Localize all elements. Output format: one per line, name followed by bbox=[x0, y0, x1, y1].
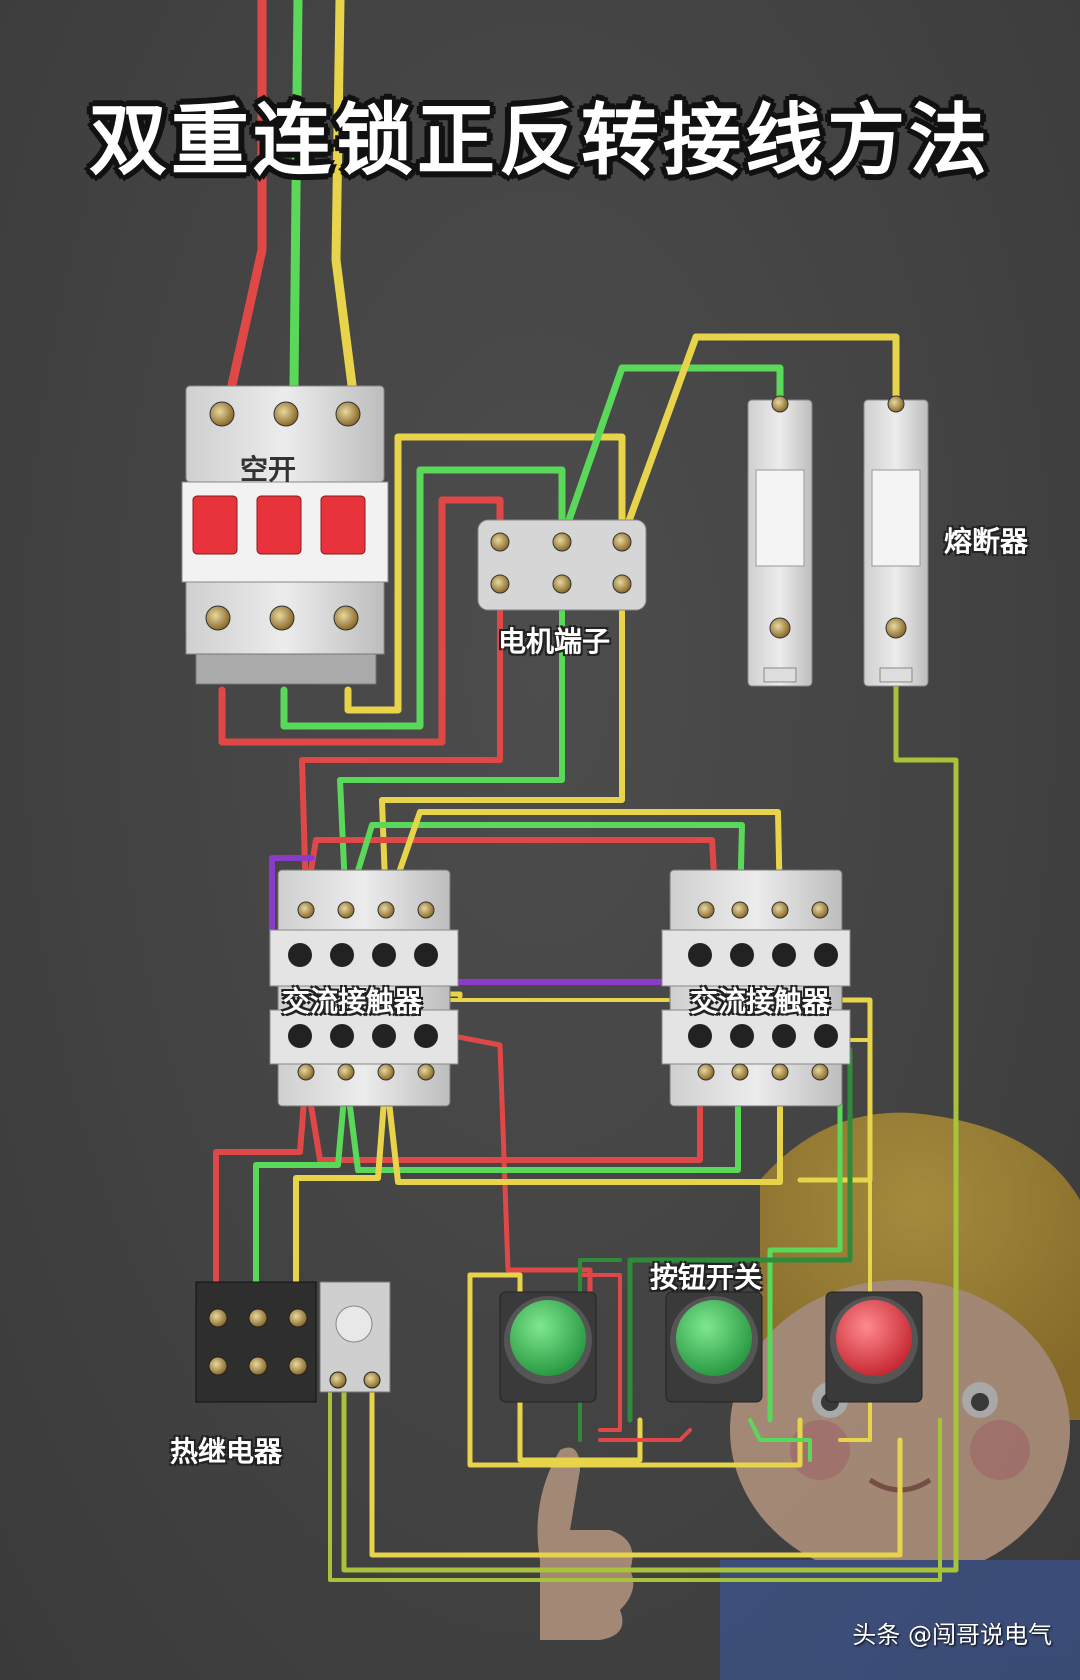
breaker bbox=[181, 385, 389, 685]
breaker-label: 空开 bbox=[240, 453, 297, 486]
fuse-label: 熔断器 bbox=[944, 525, 1029, 558]
contactor-right bbox=[661, 869, 851, 1107]
fuse-right bbox=[863, 395, 929, 687]
push-button-reverse[interactable] bbox=[665, 1291, 763, 1403]
contactor-right-label: 交流接触器 bbox=[690, 985, 831, 1018]
motor-terminal-block bbox=[477, 519, 647, 611]
mains-red-wire bbox=[227, 0, 267, 390]
contactor-left-label: 交流接触器 bbox=[282, 985, 423, 1018]
watermark: 头条 @闯哥说电气 bbox=[852, 1621, 1052, 1649]
mains-yellow-wire bbox=[331, 0, 357, 390]
fuse-left bbox=[747, 395, 813, 687]
mains-green-wire bbox=[289, 0, 303, 390]
breaker-bottom-screws bbox=[205, 605, 359, 631]
thermal-relay bbox=[195, 1281, 391, 1403]
breaker-top-screws bbox=[209, 401, 361, 427]
page-title: 双重连锁正反转接线方法 bbox=[88, 96, 991, 186]
push-button-stop[interactable] bbox=[825, 1291, 923, 1403]
breaker-handles[interactable] bbox=[192, 495, 366, 555]
button-switch-label: 按钮开关 bbox=[650, 1261, 763, 1294]
push-button-forward[interactable] bbox=[499, 1291, 597, 1403]
contactor-left bbox=[269, 869, 459, 1107]
thermal-relay-label: 热继电器 bbox=[170, 1435, 283, 1468]
motor-terminal-label: 电机端子 bbox=[498, 625, 611, 658]
